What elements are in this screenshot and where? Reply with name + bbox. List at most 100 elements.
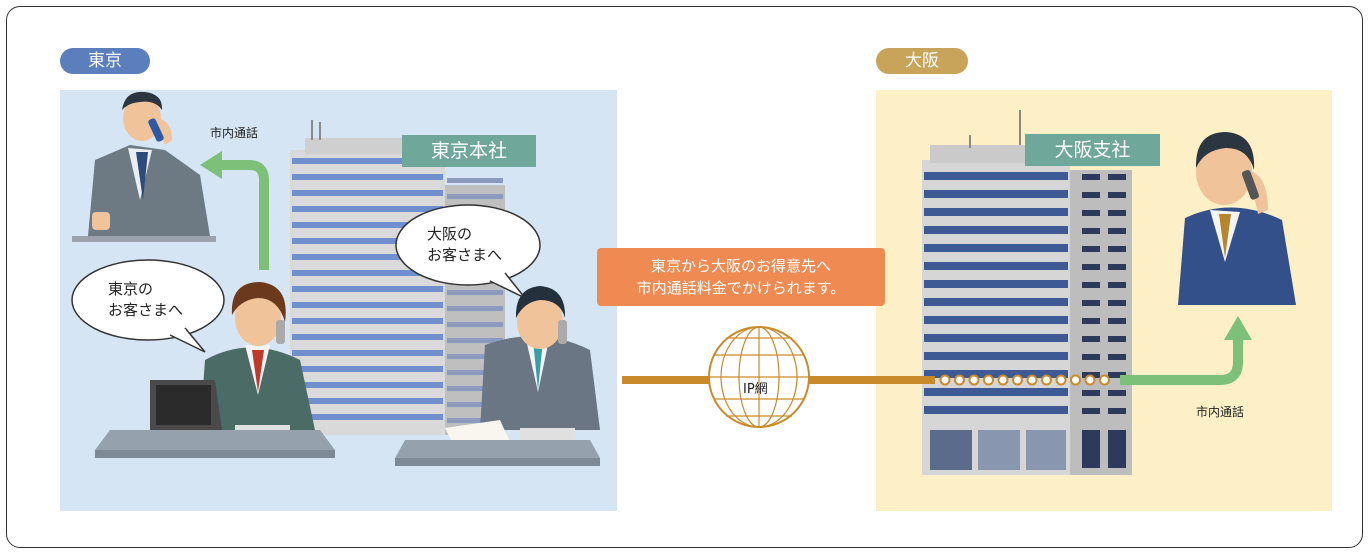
osaka-floor-window xyxy=(924,280,1068,288)
tokyo-desk2-illustration xyxy=(395,440,600,458)
network-dot xyxy=(1099,374,1110,386)
osaka-floor-window xyxy=(1082,174,1100,180)
tokyo-floor-window xyxy=(292,286,443,292)
osaka-floor-window xyxy=(924,388,1068,396)
osaka-floor-window xyxy=(1108,336,1126,342)
tokyo-hq-label: 東京本社 xyxy=(402,135,536,167)
network-dot xyxy=(1012,374,1023,386)
tokyo-local-call-label: 市内通話 xyxy=(210,126,259,140)
globe-icon xyxy=(708,326,810,428)
osaka-floor-window xyxy=(1108,192,1126,198)
osaka-floor-window xyxy=(1082,336,1100,342)
woman-operator-illustration xyxy=(150,282,315,439)
osaka-floor-window xyxy=(1108,300,1126,306)
osaka-floor-window xyxy=(1108,282,1126,288)
tokyo-floor-window xyxy=(292,254,443,260)
osaka-floor-window xyxy=(1082,318,1100,324)
network-dot xyxy=(1041,374,1052,386)
network-dot xyxy=(954,374,965,386)
tokyo-floor-window xyxy=(292,302,443,308)
tokyo-floor-window xyxy=(447,178,503,183)
osaka-floor-window xyxy=(1108,390,1126,396)
osaka-floor-window xyxy=(924,298,1068,306)
callout-box: 東京から大阪のお得意先へ 市内通話料金でかけられます。 xyxy=(597,248,885,306)
osaka-local-person-illustration xyxy=(1178,132,1296,305)
osaka-floor-window xyxy=(924,262,1068,270)
tokyo-floor-window xyxy=(292,318,443,324)
tokyo-desk-illustration xyxy=(95,430,335,450)
tokyo-floor-window xyxy=(447,386,503,391)
osaka-floor-window xyxy=(1082,390,1100,396)
tokyo-badge: 東京 xyxy=(60,48,150,74)
tokyo-floor-window xyxy=(292,414,443,420)
osaka-floor-window xyxy=(1082,228,1100,234)
osaka-floor-window xyxy=(1108,408,1126,414)
osaka-floor-window xyxy=(924,208,1068,216)
tokyo-floor-window xyxy=(292,382,443,388)
osaka-floor-window xyxy=(1082,246,1100,252)
tokyo-floor-window xyxy=(292,334,443,340)
tokyo-bubble-line2: お客さまへ xyxy=(108,301,184,319)
osaka-floor-window xyxy=(1082,354,1100,360)
osaka-floor-window xyxy=(924,172,1068,180)
osaka-floor-window xyxy=(1082,408,1100,414)
network-dot xyxy=(1026,374,1038,386)
ip-network-label: IP網 xyxy=(743,382,768,397)
osaka-bubble-line1: 大阪の xyxy=(427,225,473,243)
tokyo-floor-window xyxy=(447,290,503,295)
tokyo-floor-window xyxy=(292,238,443,244)
tokyo-local-call-arrow xyxy=(200,151,269,270)
network-dot xyxy=(997,374,1009,386)
network-connection-line xyxy=(622,374,1110,386)
osaka-floor-window xyxy=(924,352,1068,360)
tokyo-floor-window xyxy=(292,222,443,228)
osaka-building-illustration xyxy=(922,110,1132,475)
tokyo-floor-window xyxy=(292,398,443,404)
tokyo-bubble-line1: 東京の xyxy=(108,280,154,298)
osaka-floor-window xyxy=(924,334,1068,342)
tokyo-speech-bubble xyxy=(71,259,225,353)
tokyo-floor-window xyxy=(447,402,503,407)
network-dot xyxy=(983,374,994,386)
tokyo-floor-window xyxy=(447,370,503,375)
network-dot xyxy=(1055,374,1067,386)
tokyo-floor-window xyxy=(292,190,443,196)
osaka-floor-window xyxy=(924,244,1068,252)
osaka-floor-window xyxy=(1108,246,1126,252)
osaka-floor-window xyxy=(1082,300,1100,306)
osaka-badge: 大阪 xyxy=(876,48,968,74)
osaka-floor-window xyxy=(924,406,1068,414)
osaka-floor-window xyxy=(1108,354,1126,360)
tokyo-floor-window xyxy=(447,194,503,199)
osaka-floor-window xyxy=(1108,210,1126,216)
osaka-bubble-text: 大阪の お客さまへ xyxy=(427,224,502,266)
man-operator-illustration xyxy=(445,286,600,448)
tokyo-floor-window xyxy=(447,354,503,359)
osaka-floor-window xyxy=(1108,228,1126,234)
network-dot xyxy=(939,374,951,386)
network-dot xyxy=(1070,374,1081,386)
callout-line2: 市内通話料金でかけられます。 xyxy=(636,279,846,297)
network-dot xyxy=(968,374,980,386)
tokyo-floor-window xyxy=(292,350,443,356)
osaka-floor-window xyxy=(924,316,1068,324)
osaka-local-call-arrow xyxy=(1120,316,1252,385)
network-dot xyxy=(1084,374,1096,386)
tokyo-bubble-text: 東京の お客さまへ xyxy=(108,279,183,321)
osaka-floor-window xyxy=(1082,282,1100,288)
osaka-floor-window xyxy=(1108,372,1126,378)
osaka-bubble-line2: お客さまへ xyxy=(427,246,503,264)
osaka-branch-label: 大阪支社 xyxy=(1025,134,1160,166)
osaka-floor-window xyxy=(1082,210,1100,216)
osaka-local-call-label: 市内通話 xyxy=(1196,405,1245,419)
tokyo-floor-window xyxy=(292,158,443,164)
tokyo-floor-window xyxy=(292,270,443,276)
osaka-floor-window xyxy=(1108,318,1126,324)
osaka-floor-window xyxy=(1082,192,1100,198)
osaka-floor-window xyxy=(1108,264,1126,270)
osaka-floor-window xyxy=(1108,174,1126,180)
tokyo-floor-window xyxy=(292,206,443,212)
callout-line1: 東京から大阪のお得意先へ xyxy=(650,257,831,275)
tokyo-floor-window xyxy=(292,366,443,372)
